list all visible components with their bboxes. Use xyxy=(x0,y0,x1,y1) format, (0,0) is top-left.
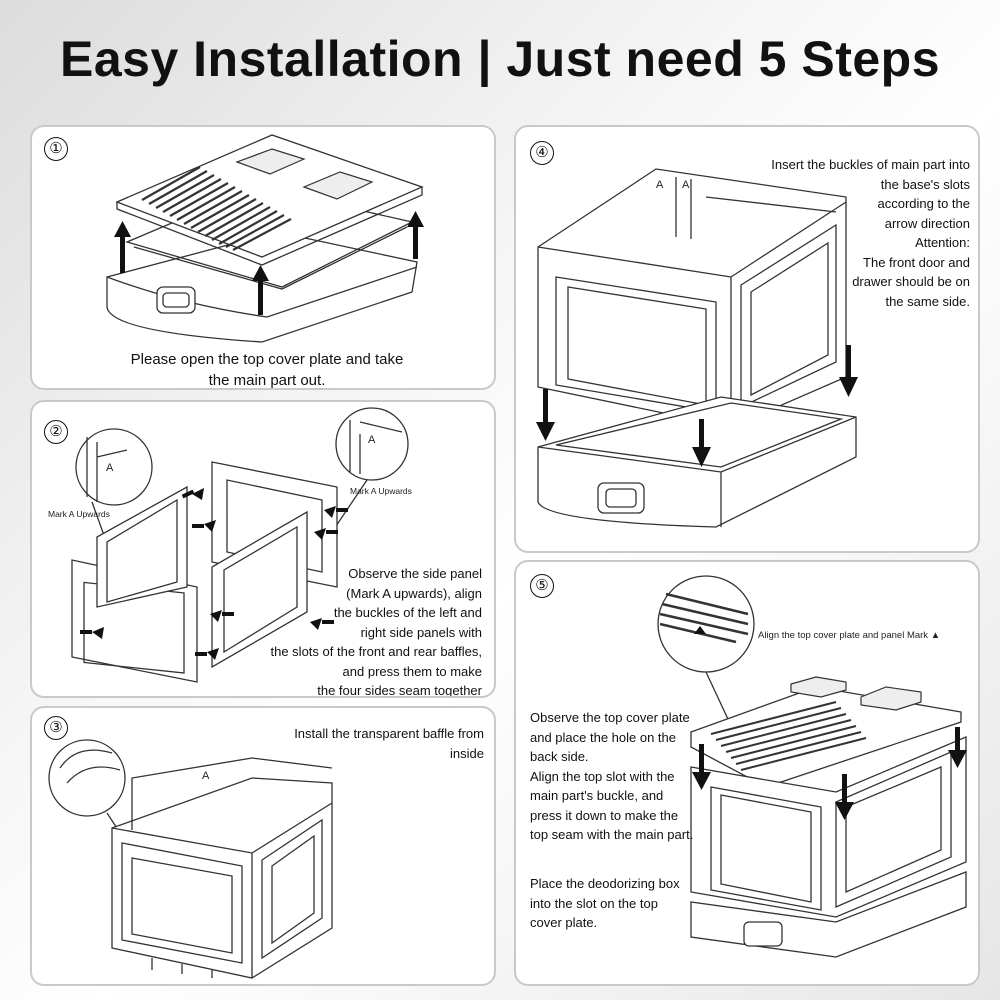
step-4-mark-letter-2: A xyxy=(682,179,690,191)
step-4-line: Attention: xyxy=(915,235,970,250)
step-5-line: back side. xyxy=(530,749,589,764)
step-1-number: ① xyxy=(44,137,68,161)
step-3-card: ③ Install the transparent baffle from in… xyxy=(30,706,496,986)
step-4-line: arrow direction xyxy=(884,215,970,231)
step-4-line: according to the xyxy=(877,196,970,211)
step-2-line: the buckles of the left and xyxy=(333,605,482,620)
step-5-line: press it down to make the xyxy=(530,807,679,823)
step-2-line: Observe the side panel xyxy=(348,566,482,581)
step-5-line: Observe the top cover plate xyxy=(530,710,690,725)
right-arrow-icon xyxy=(80,488,219,660)
up-arrow-icon xyxy=(114,211,424,315)
step-1-card: ① Please open the top cover xyxy=(30,125,496,390)
step-5-line: Align the top slot with the xyxy=(530,768,675,784)
step-3-description: Install the transparent baffle from insi… xyxy=(294,726,484,761)
page-title: Easy Installation | Just need 5 Steps xyxy=(60,31,940,87)
step-4-line: The front door and xyxy=(863,254,970,270)
step-5-description-1: Observe the top cover plate and place th… xyxy=(530,708,700,845)
step-1-illustration xyxy=(106,134,424,343)
step-2-mark-letter-right: A xyxy=(368,434,376,446)
left-arrow-icon xyxy=(210,506,348,630)
step-2-card: ② A A M xyxy=(30,400,496,698)
step-5-line: Place the deodorizing box xyxy=(530,876,680,891)
step-5-line: and place the hole on the xyxy=(530,729,677,745)
step-5-callout: Align the top cover plate and panel Mark… xyxy=(758,630,941,641)
step-2-number: ② xyxy=(44,420,68,444)
step-3-illustration xyxy=(48,739,333,979)
step-2-callout-right: Mark A Upwards xyxy=(350,486,412,496)
step-2-line: the slots of the front and rear baffles, xyxy=(270,644,483,659)
step-2-callout-left: Mark A Upwards xyxy=(48,509,110,519)
step-5-illustration xyxy=(657,575,967,958)
step-4-mark-letter-1: A xyxy=(656,179,664,191)
step-5-line: main part's buckle, and xyxy=(530,788,664,803)
down-arrow-icon xyxy=(536,345,858,467)
step-4-line: drawer should be on xyxy=(852,274,970,289)
step-2-mark-letter-left: A xyxy=(106,462,114,474)
step-2-line: (Mark A upwards), align xyxy=(346,585,482,601)
step-4-card: ④ Insert the buckles of main part into t… xyxy=(514,125,980,553)
step-5-line: cover plate. xyxy=(530,915,598,930)
step-5-number: ⑤ xyxy=(530,574,554,598)
step-2-line: right side panels with xyxy=(360,624,482,640)
step-4-line: the base's slots xyxy=(880,176,970,192)
step-2-line: the four sides seam together xyxy=(317,683,482,698)
step-5-description-2: Place the deodorizing box into the slot … xyxy=(530,874,700,933)
step-1-caption-line: Please open the top cover plate and take xyxy=(130,351,404,368)
step-1-caption: Please open the top cover plate and take… xyxy=(92,349,442,389)
step-2-illustration xyxy=(71,407,409,683)
step-4-description: Insert the buckles of main part into the… xyxy=(748,155,970,311)
step-4-number: ④ xyxy=(530,141,554,165)
step-3-number: ③ xyxy=(44,716,68,740)
step-2-description: Observe the side panel (Mark A upwards),… xyxy=(260,564,483,698)
step-5-card: ⑤ Align the top cover plate and panel Ma… xyxy=(514,560,980,986)
step-4-illustration xyxy=(536,168,858,528)
step-5-line: into the slot on the top xyxy=(530,895,658,911)
step-5-line: top seam with the main part. xyxy=(530,827,694,842)
step-1-caption-line: the main part out. xyxy=(208,372,326,389)
down-arrow-icon xyxy=(692,727,967,820)
step-3-mark-letter: A xyxy=(202,770,210,782)
step-4-line: Insert the buckles of main part into xyxy=(771,157,970,172)
step-4-line: the same side. xyxy=(885,293,970,309)
step-2-line: and press them to make xyxy=(342,663,482,679)
